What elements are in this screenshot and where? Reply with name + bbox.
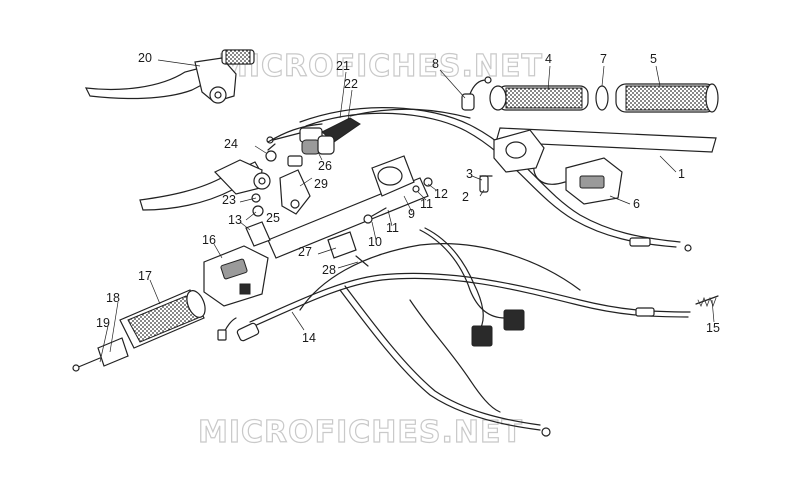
part-label-19: 19 [96, 316, 110, 330]
part-label-21: 21 [336, 59, 350, 73]
throttle-housing [493, 129, 545, 173]
cables [249, 107, 691, 431]
part-label-4: 4 [545, 52, 552, 66]
part-label-12: 12 [434, 187, 448, 201]
parts-25-29-hardware [251, 155, 311, 217]
leader-lines [99, 59, 715, 363]
part-5-right-grip [615, 83, 719, 113]
part-label-1: 1 [678, 167, 685, 181]
part-label-26: 26 [318, 159, 332, 173]
part-label-25: 25 [266, 211, 280, 225]
part-7-ring [595, 85, 609, 111]
part-label-13: 13 [228, 213, 242, 227]
part-label-9: 9 [408, 207, 415, 221]
part-23-clutch-lever [139, 159, 271, 211]
part-label-3: 3 [466, 167, 473, 181]
part-label-28: 28 [322, 263, 336, 277]
part-label-17: 17 [138, 269, 152, 283]
part-label-27: 27 [298, 245, 312, 259]
part-1-handlebar [267, 127, 717, 259]
part-16-left-switch [203, 245, 269, 307]
part-label-5: 5 [650, 52, 657, 66]
part-label-11a: 11 [386, 221, 399, 235]
part-label-11b: 11 [420, 197, 433, 211]
watermark-bottom: MICROFICHES.NET [198, 415, 523, 450]
part-14-clutch-cable-end [217, 317, 260, 342]
parts-24-26-fittings [265, 135, 335, 162]
part-label-22: 22 [344, 77, 358, 91]
part-label-24: 24 [224, 137, 238, 151]
watermark-top: MICROFICHES.NET [218, 49, 543, 84]
part-label-29: 29 [314, 177, 328, 191]
part-label-20: 20 [138, 51, 152, 65]
part-9-clamp [371, 155, 415, 197]
part-label-16: 16 [202, 233, 216, 247]
part-15-spring [695, 295, 719, 308]
part-17-left-grip [119, 289, 206, 349]
part-label-8: 8 [432, 57, 439, 71]
parts-10-12-screws [363, 177, 433, 224]
part-label-10: 10 [368, 235, 382, 249]
part-6-right-switch [565, 157, 623, 205]
parts-18-19-bar-end [72, 337, 129, 372]
parts-27-28-clamp [327, 231, 369, 267]
parts-2-3-fittings [479, 175, 493, 193]
part-label-2: 2 [462, 190, 469, 204]
part-13-bracket [245, 221, 271, 247]
electrical-connectors [471, 309, 525, 347]
part-label-15: 15 [706, 321, 720, 335]
part-labels: 1 2 3 4 5 6 7 8 9 10 11 11 12 13 14 15 1… [96, 51, 720, 345]
part-label-7: 7 [600, 52, 607, 66]
cable-end-fittings [541, 237, 692, 437]
part-label-18: 18 [106, 291, 120, 305]
part-label-23: 23 [222, 193, 236, 207]
part-4-throttle-grip [489, 85, 589, 111]
part-22-adjuster [266, 117, 361, 144]
part-20-brake-lever [84, 49, 255, 104]
part-label-6: 6 [633, 197, 640, 211]
part-label-14: 14 [302, 331, 316, 345]
